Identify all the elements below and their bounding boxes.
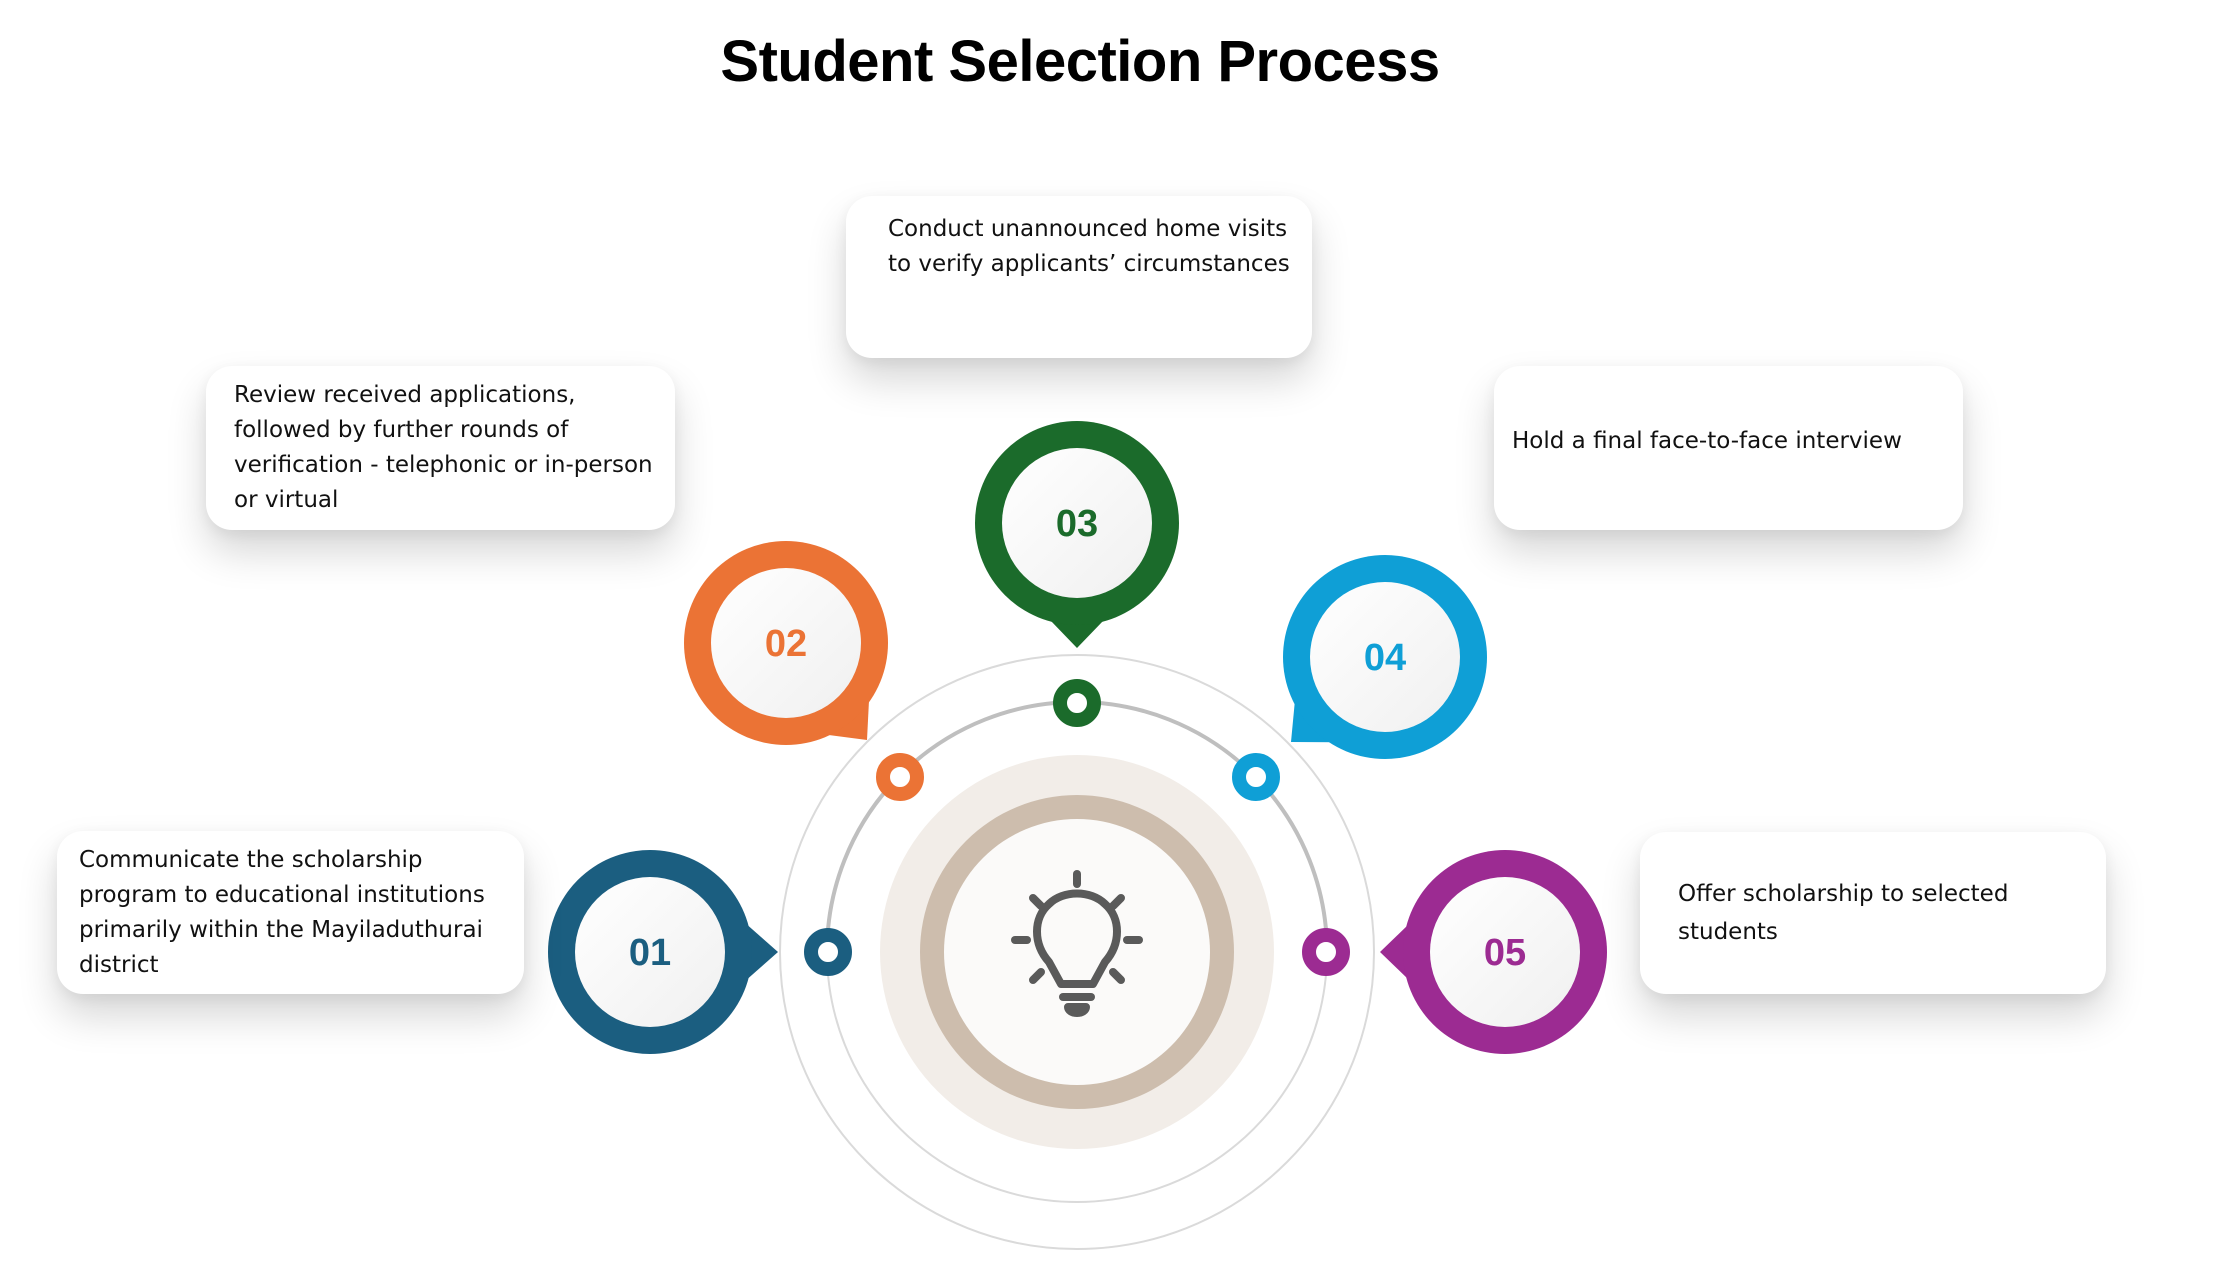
- step-4-number: 04: [1364, 637, 1406, 679]
- center-hub: [880, 755, 1274, 1149]
- lightbulb-icon: [1011, 870, 1143, 1017]
- step-1-pin-face: [575, 877, 725, 1027]
- step-5-pin-tail: [1380, 921, 1412, 983]
- bulb-ray: [1029, 894, 1045, 910]
- step-3-pin-tail: [1046, 616, 1108, 648]
- step-1-orbit-dot: [804, 928, 852, 976]
- step-1-card: Communicate the scholarship program to e…: [57, 831, 524, 994]
- step-2-pin-face: [711, 568, 861, 718]
- step-2-pin: 02: [684, 541, 888, 745]
- step-2-card: Review received applications, followed b…: [206, 366, 675, 530]
- step-2-text: Review received applications, followed b…: [234, 382, 653, 513]
- step-3-number: 03: [1056, 503, 1098, 545]
- page-title: Student Selection Process: [720, 29, 1440, 94]
- step-5-card: Offer scholarship to selected students: [1640, 832, 2106, 994]
- step-5-number: 05: [1484, 932, 1526, 974]
- step-2-number: 02: [765, 623, 807, 665]
- center-fill: [944, 819, 1210, 1085]
- step-4-pin-face: [1310, 582, 1460, 732]
- step-4-card: Hold a final face-to-face interview: [1494, 366, 1963, 530]
- step-4-text: Hold a final face-to-face interview: [1512, 428, 1902, 454]
- step-3-card: Conduct unannounced home visits to verif…: [846, 196, 1312, 358]
- step-5-text: Offer scholarship to selected students: [1678, 881, 2009, 945]
- outer-orbit-circle: [779, 654, 1375, 1250]
- step-4-pin: 04: [1283, 555, 1487, 759]
- step-5-pin-face: [1430, 877, 1580, 1027]
- bulb-ray: [1109, 968, 1125, 984]
- step-pins: 01 02 03 04 05: [548, 421, 1607, 1054]
- bulb-glass: [1033, 889, 1121, 988]
- step-4-orbit-dot: [1232, 753, 1280, 801]
- step-3-pin-face: [1002, 448, 1152, 598]
- step-3-orbit-dot: [1053, 679, 1101, 727]
- step-1-pin-tail: [743, 921, 778, 983]
- step-1-pin: 01: [548, 850, 778, 1054]
- step-5-orbit-dot: [1302, 928, 1350, 976]
- bulb-ray: [1029, 968, 1045, 984]
- step-2-orbit-dot: [876, 753, 924, 801]
- step-3-pin: 03: [975, 421, 1179, 648]
- step-dots: [804, 679, 1350, 976]
- step-1-text: Communicate the scholarship program to e…: [79, 846, 485, 978]
- bulb-tip: [1064, 1003, 1090, 1017]
- step-3-text: Conduct unannounced home visits to verif…: [888, 216, 1290, 277]
- step-5-pin: 05: [1380, 850, 1607, 1054]
- bulb-ray: [1109, 894, 1125, 910]
- step-1-number: 01: [629, 932, 671, 974]
